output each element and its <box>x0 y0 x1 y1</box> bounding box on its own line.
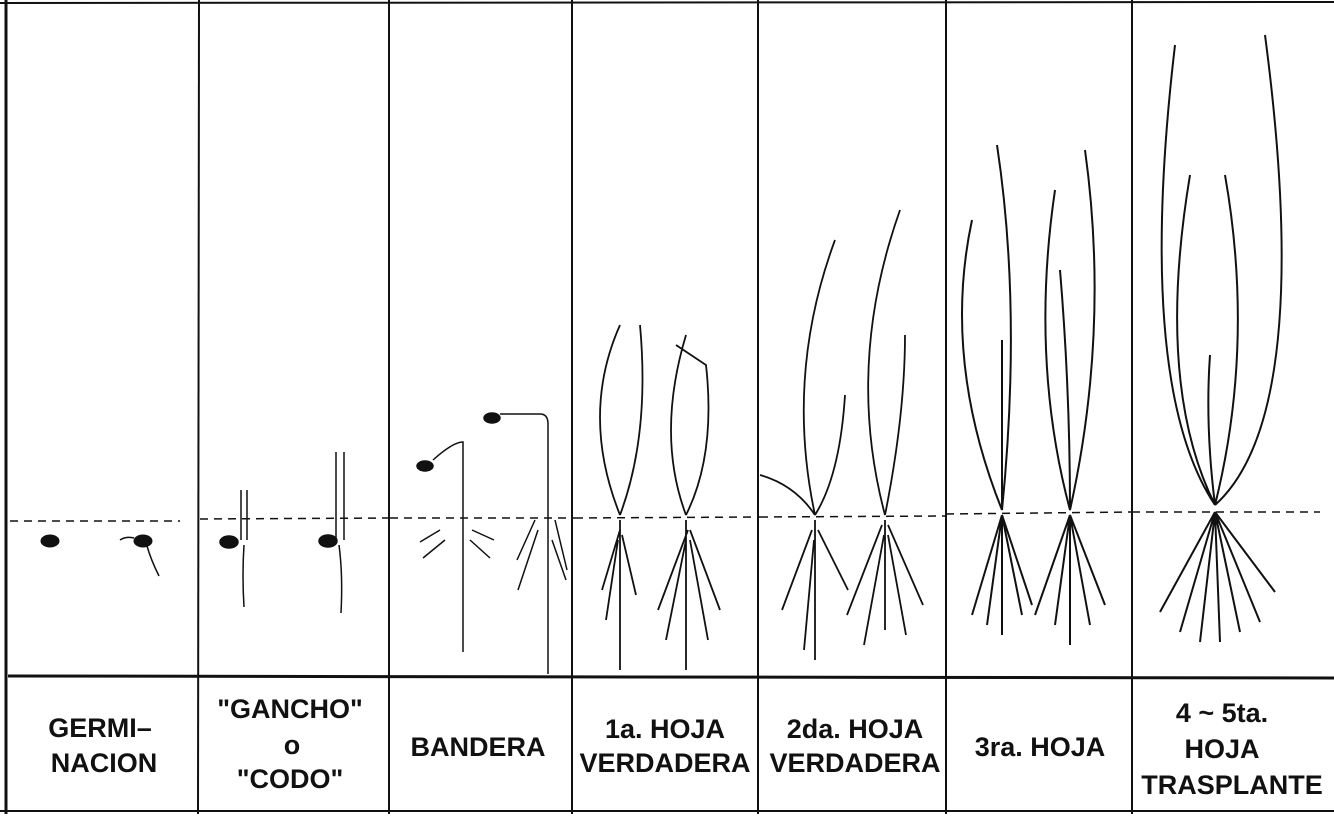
label-gancho-line3: "CODO" <box>237 764 344 794</box>
hoja1-seedling <box>600 325 720 670</box>
label-hoja45-line3: TRASPLANTE <box>1141 770 1323 800</box>
trasplante-seedling <box>1160 35 1282 642</box>
label-hoja2-line1: 2da. HOJA <box>787 714 924 744</box>
bandera-seedling <box>417 413 567 674</box>
label-gancho-line1: "GANCHO" <box>217 694 363 724</box>
label-bandera: BANDERA <box>411 732 546 762</box>
label-hoja1-line1: 1a. HOJA <box>605 714 725 744</box>
germination-seedling <box>41 535 159 576</box>
label-hoja1-line2: VERDADERA <box>579 748 750 778</box>
label-hoja3: 3ra. HOJA <box>975 732 1106 762</box>
hoja3-seedling <box>962 145 1105 645</box>
label-gancho-line2: o <box>284 730 301 760</box>
label-germinacion-line2: NACION <box>51 748 158 778</box>
label-hoja45-line2: HOJA <box>1184 734 1259 764</box>
label-hoja2-line2: VERDADERA <box>769 748 940 778</box>
label-germinacion-line1: GERMI– <box>48 713 152 743</box>
soil-line <box>10 512 1320 521</box>
label-hoja45-line1: 4 ~ 5ta. <box>1176 698 1268 728</box>
hoja2-seedling <box>760 210 923 660</box>
gancho-seedling <box>220 452 344 613</box>
